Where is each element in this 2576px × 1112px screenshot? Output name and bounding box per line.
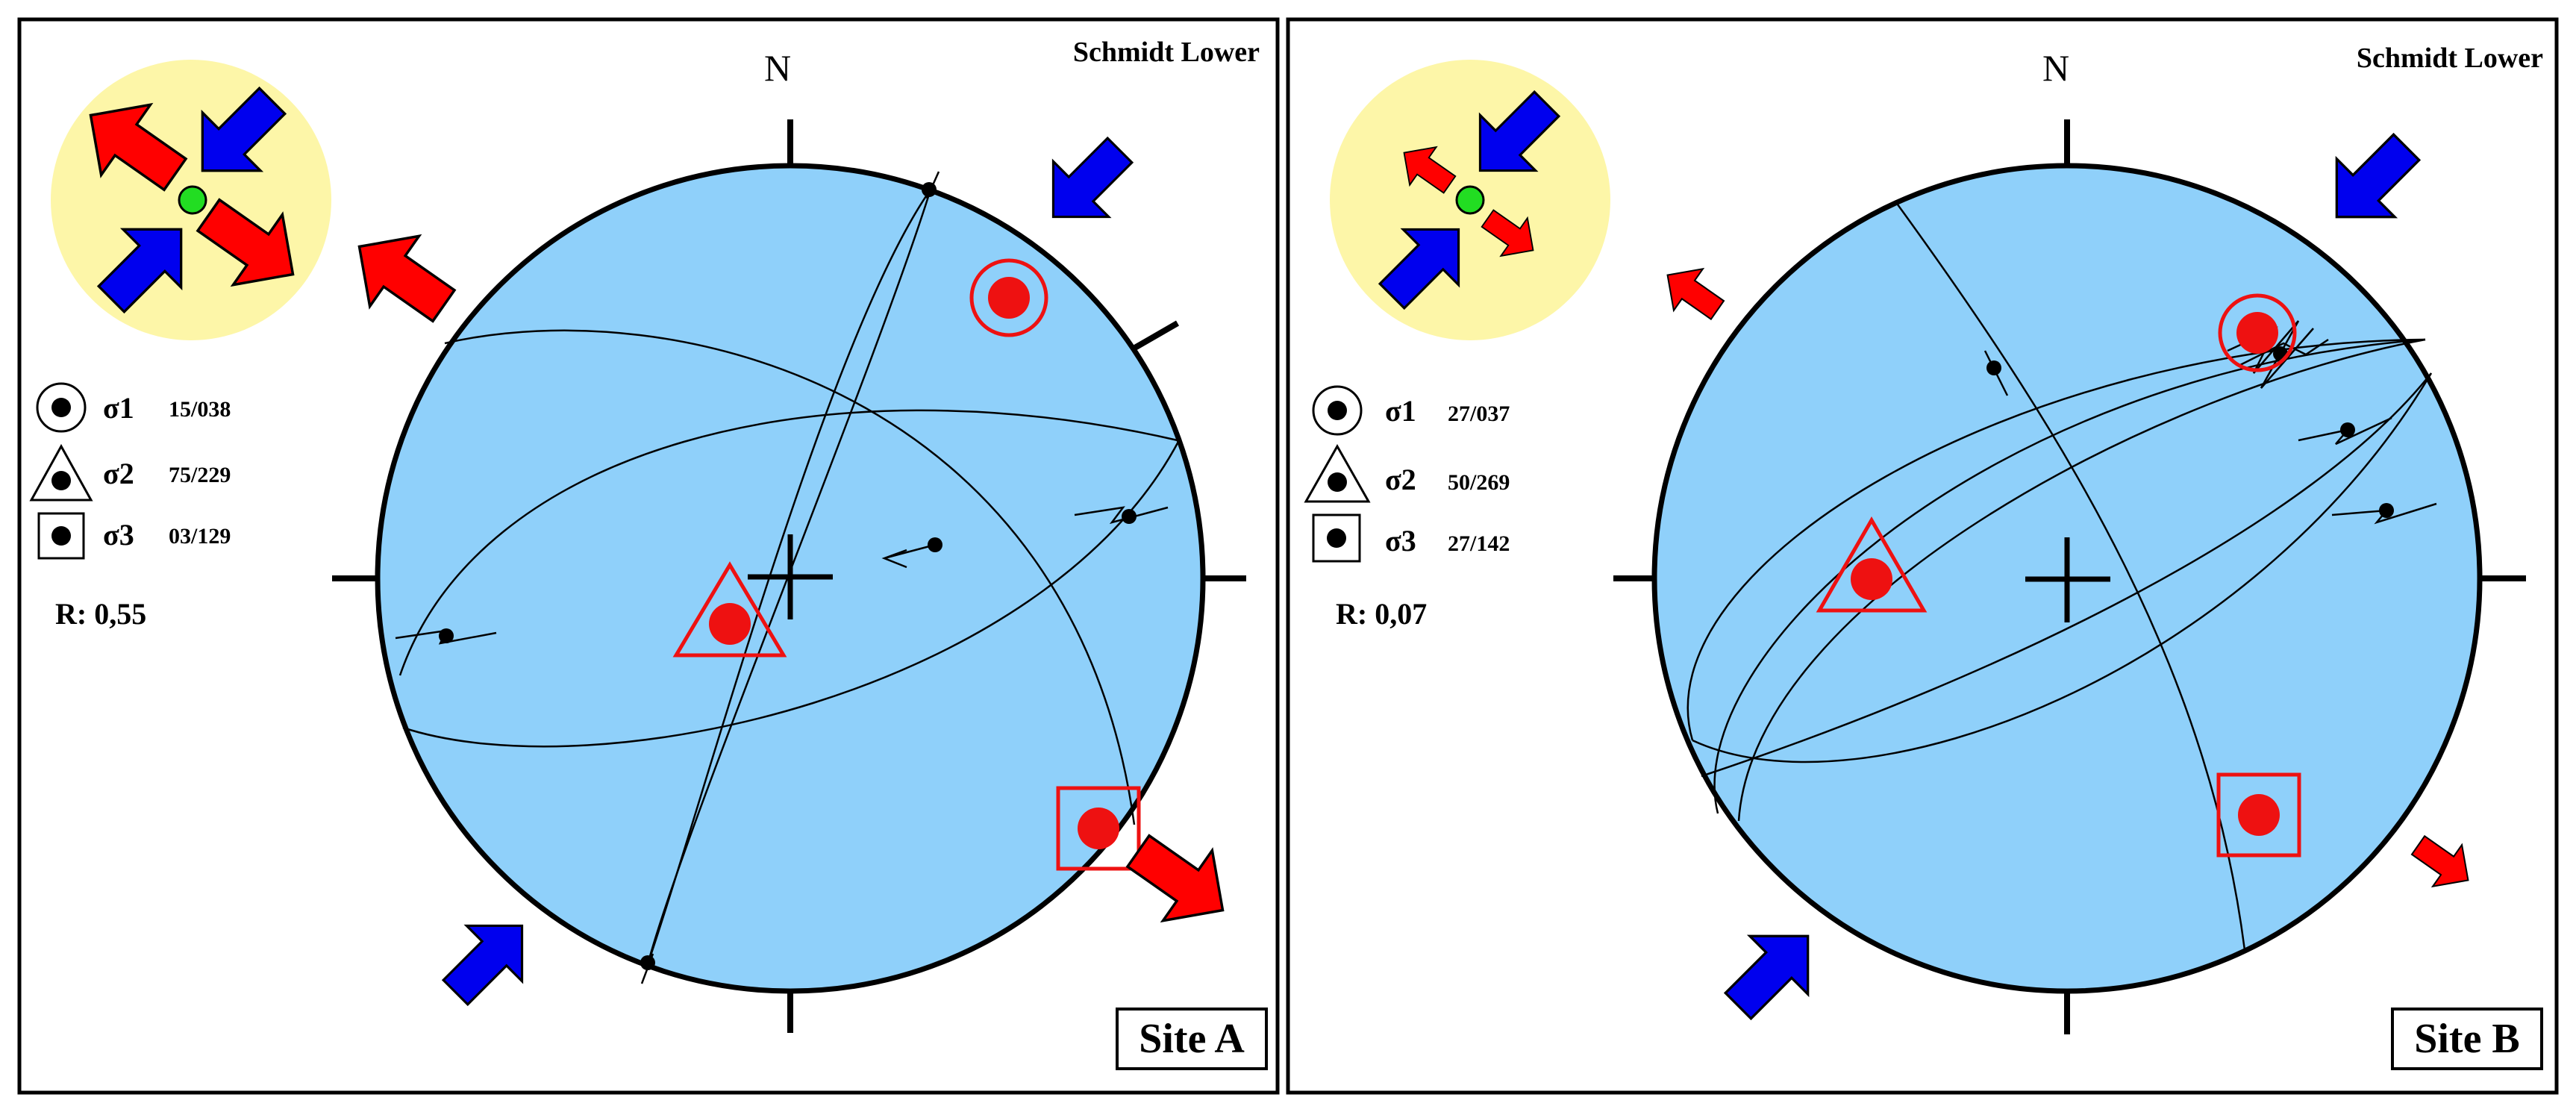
legend-sigma2: σ2 75/229 (29, 443, 231, 502)
sigma2-marker (1816, 516, 1928, 613)
legend-value: 75/229 (169, 463, 231, 487)
site-label: Site A (1139, 1016, 1245, 1062)
center-dot (178, 185, 207, 215)
sigma3-marker (2216, 772, 2301, 858)
sigma1-marker (969, 258, 1048, 337)
legend-sigma3: σ3 27/142 (1312, 513, 1510, 563)
legend-sigma3: σ3 03/129 (37, 512, 231, 560)
pole-point (1122, 509, 1137, 524)
stress-ratio: R: 0,07 (1336, 597, 1427, 631)
pole-point (1986, 360, 2001, 375)
projection-label: Schmidt Lower (2357, 43, 2543, 74)
legend-name: σ3 (103, 518, 134, 552)
site-label-box (2391, 1008, 2543, 1070)
north-label: N (2042, 47, 2069, 89)
legend-name: σ1 (103, 391, 134, 425)
legend-name: σ2 (1385, 463, 1416, 496)
cardinal-ticks (332, 119, 1246, 1033)
legend-value: 27/142 (1448, 531, 1510, 556)
legend-value: 27/037 (1448, 402, 1510, 426)
legend-name: σ2 (103, 457, 134, 490)
legend-value: 50/269 (1448, 470, 1510, 495)
panel-site-b: Schmidt Lower N (1286, 17, 2559, 1095)
legend: σ1 15/038 σ2 75/229 σ3 03/129 R: 0,55 (29, 382, 231, 631)
center-cross (2025, 537, 2110, 622)
site-label-box (1116, 1008, 1268, 1070)
legend-name: σ3 (1385, 524, 1416, 557)
legend-sigma1: σ1 27/037 (1312, 385, 1510, 436)
stress-inset (1330, 60, 1610, 340)
site-label: Site B (2414, 1016, 2520, 1062)
pole-point (640, 955, 655, 970)
legend-value: 03/129 (169, 524, 231, 549)
panel-site-a: Schmidt Lower N (17, 17, 1280, 1095)
legend-sigma1: σ1 15/038 (36, 382, 231, 433)
north-label: N (764, 47, 791, 89)
projection-label: Schmidt Lower (1073, 37, 1260, 68)
pole-point (922, 182, 937, 197)
stress-ratio: R: 0,55 (55, 597, 146, 631)
sigma2-marker (672, 561, 787, 657)
cardinal-ticks (1613, 119, 2526, 1034)
sigma1-marker (2218, 293, 2297, 372)
legend-name: σ1 (1385, 394, 1416, 428)
center-cross (748, 534, 833, 619)
great-circles (398, 171, 1181, 984)
sigma3-marker (1056, 786, 1141, 871)
fault-poles (395, 182, 1169, 970)
legend-value: 15/038 (169, 397, 231, 422)
center-dot (1455, 185, 1485, 215)
great-circles (1686, 201, 2433, 951)
legend: σ1 27/037 σ2 50/269 σ3 27/142 R: 0,07 (1304, 385, 1510, 631)
legend-sigma2: σ2 50/269 (1304, 443, 1510, 503)
stress-inset (51, 60, 331, 340)
